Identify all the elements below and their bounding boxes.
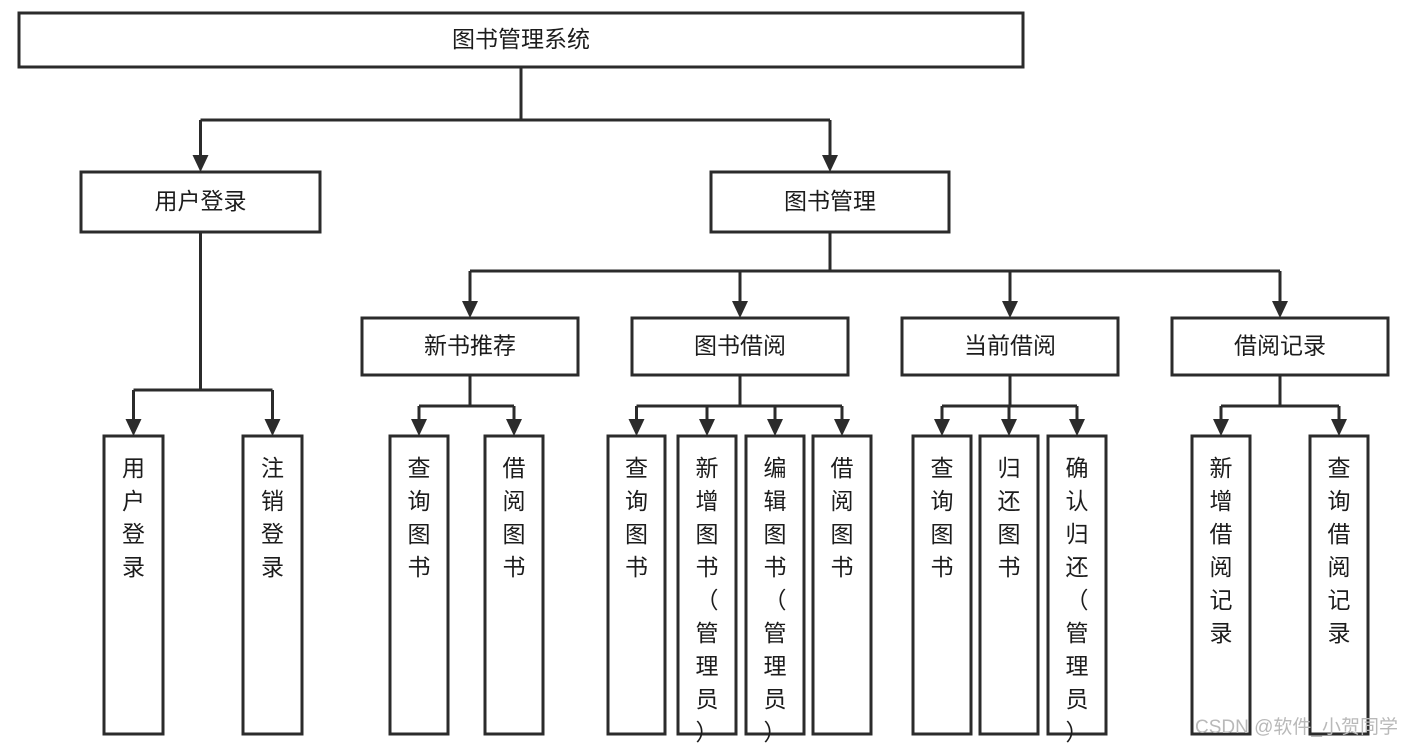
node-box[interactable] xyxy=(811,434,873,736)
arrow-head-icon xyxy=(822,155,838,172)
node-leaf-return-book[interactable]: 归还图书 xyxy=(978,434,1040,736)
node-label: 新书推荐 xyxy=(424,333,516,359)
connector-group-book-borrow xyxy=(628,375,850,436)
arrow-head-icon xyxy=(834,419,850,436)
node-box[interactable] xyxy=(102,434,165,736)
connector-group-borrow-record xyxy=(1213,375,1347,436)
node-leaf-query-book-2[interactable]: 查询图书 xyxy=(606,434,667,736)
node-label: 编辑图书（管理员） xyxy=(764,455,787,745)
arrow-head-icon xyxy=(264,419,281,436)
node-label: 借阅图书 xyxy=(503,455,526,580)
arrow-head-icon xyxy=(192,155,209,172)
connector-group-new-book-recommend xyxy=(411,375,522,436)
connector-group-book-manage xyxy=(462,232,1288,318)
node-box[interactable] xyxy=(606,434,667,736)
node-leaf-add-book[interactable]: 新增图书（管理员） xyxy=(676,434,738,745)
node-box[interactable] xyxy=(1308,434,1370,736)
arrow-head-icon xyxy=(1272,301,1288,318)
arrow-head-icon xyxy=(506,419,522,436)
node-box[interactable] xyxy=(1190,434,1252,736)
node-box[interactable] xyxy=(483,434,545,736)
node-box[interactable] xyxy=(911,434,973,736)
node-leaf-borrow-book-1[interactable]: 借阅图书 xyxy=(483,434,545,736)
node-leaf-user-logout[interactable]: 注销登录 xyxy=(241,434,304,736)
node-leaf-query-book-1[interactable]: 查询图书 xyxy=(388,434,450,736)
node-leaf-query-record[interactable]: 查询借阅记录 xyxy=(1308,434,1370,736)
arrow-head-icon xyxy=(934,419,950,436)
arrow-head-icon xyxy=(767,419,783,436)
node-borrow-record[interactable]: 借阅记录 xyxy=(1170,316,1390,377)
node-box[interactable] xyxy=(900,316,1120,377)
node-box[interactable] xyxy=(1170,316,1390,377)
node-label: 查询图书 xyxy=(408,455,431,580)
node-label: 查询图书 xyxy=(931,455,954,580)
node-leaf-add-record[interactable]: 新增借阅记录 xyxy=(1190,434,1252,736)
arrow-head-icon xyxy=(628,419,645,436)
node-label: 归还图书 xyxy=(998,455,1021,580)
node-leaf-borrow-book-2[interactable]: 借阅图书 xyxy=(811,434,873,736)
csdn-watermark: CSDN @软件_小贺同学 xyxy=(1195,716,1398,738)
node-box[interactable] xyxy=(676,434,738,736)
node-leaf-user-login[interactable]: 用户登录 xyxy=(102,434,165,736)
node-book-borrow[interactable]: 图书借阅 xyxy=(630,316,850,377)
node-label: 图书管理 xyxy=(784,188,876,214)
connector-group-current-borrow xyxy=(934,375,1085,436)
node-box[interactable] xyxy=(630,316,850,377)
node-label: 借阅记录 xyxy=(1234,333,1326,359)
node-user-login[interactable]: 用户登录 xyxy=(79,170,322,234)
arrow-head-icon xyxy=(1069,419,1085,436)
node-leaf-query-book-3[interactable]: 查询图书 xyxy=(911,434,973,736)
node-label: 新增图书（管理员） xyxy=(696,455,719,745)
nodes-layer: 图书管理系统用户登录图书管理新书推荐图书借阅当前借阅借阅记录用户登录注销登录查询… xyxy=(17,11,1390,745)
arrow-head-icon xyxy=(732,301,748,318)
node-box[interactable] xyxy=(744,434,806,736)
arrow-head-icon xyxy=(125,419,142,436)
node-leaf-edit-book[interactable]: 编辑图书（管理员） xyxy=(744,434,806,745)
arrow-head-icon xyxy=(1001,419,1017,436)
connectors-layer xyxy=(125,67,1347,436)
node-new-book-recommend[interactable]: 新书推荐 xyxy=(360,316,580,377)
node-label: 用户登录 xyxy=(155,188,247,214)
node-label: 图书管理系统 xyxy=(452,26,590,52)
connector-group-user-login xyxy=(125,232,281,436)
node-box[interactable] xyxy=(709,170,951,234)
node-box[interactable] xyxy=(79,170,322,234)
node-book-manage[interactable]: 图书管理 xyxy=(709,170,951,234)
node-label: 注销登录 xyxy=(261,455,284,580)
node-current-borrow[interactable]: 当前借阅 xyxy=(900,316,1120,377)
node-label: 查询借阅记录 xyxy=(1328,455,1351,646)
node-box[interactable] xyxy=(17,11,1025,69)
node-label: 新增借阅记录 xyxy=(1210,455,1233,646)
arrow-head-icon xyxy=(1213,419,1229,436)
node-label: 用户登录 xyxy=(122,455,145,580)
connector-group-root xyxy=(192,67,838,172)
node-label: 确认归还（管理员） xyxy=(1066,455,1089,745)
arrow-head-icon xyxy=(1002,301,1018,318)
node-box[interactable] xyxy=(241,434,304,736)
arrow-head-icon xyxy=(462,301,478,318)
arrow-head-icon xyxy=(411,419,427,436)
node-leaf-confirm-return[interactable]: 确认归还（管理员） xyxy=(1046,434,1108,745)
node-box[interactable] xyxy=(388,434,450,736)
node-box[interactable] xyxy=(360,316,580,377)
arrow-head-icon xyxy=(699,419,715,436)
node-root[interactable]: 图书管理系统 xyxy=(17,11,1025,69)
node-box[interactable] xyxy=(978,434,1040,736)
node-label: 借阅图书 xyxy=(831,455,854,580)
node-label: 图书借阅 xyxy=(694,333,786,359)
node-box[interactable] xyxy=(1046,434,1108,736)
node-label: 查询图书 xyxy=(625,455,648,580)
arrow-head-icon xyxy=(1331,419,1347,436)
node-label: 当前借阅 xyxy=(964,333,1056,359)
